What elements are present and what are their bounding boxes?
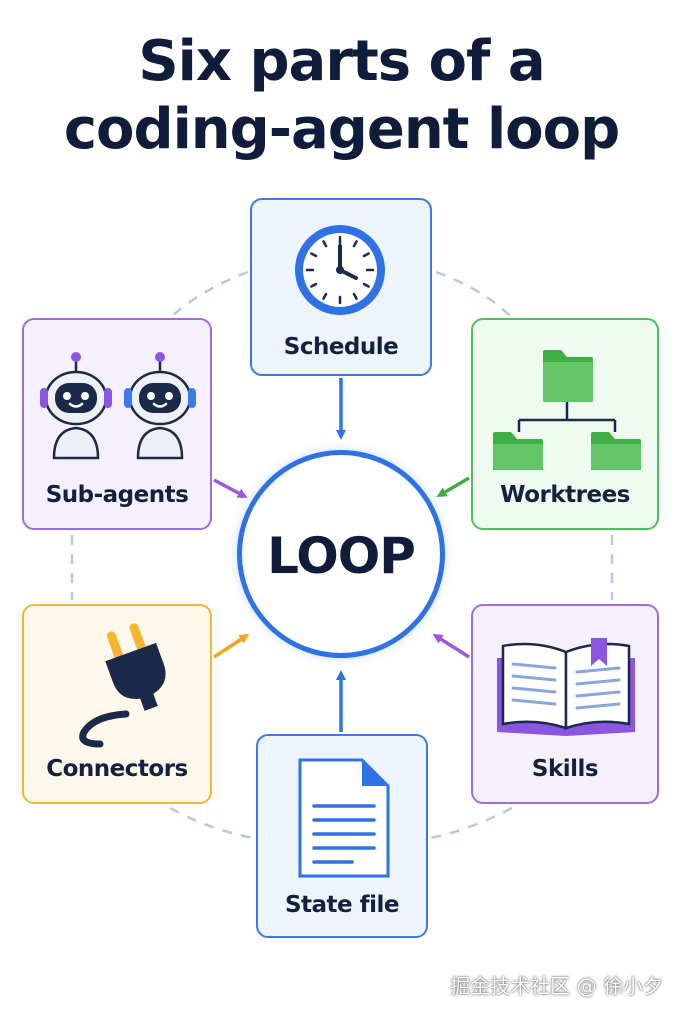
open-book-icon: [497, 638, 635, 736]
worktrees-label: Worktrees: [500, 482, 630, 508]
arrow-subagents: [213, 478, 248, 498]
statefile-label: State file: [284, 892, 400, 918]
subagents-label: Sub-agents: [45, 482, 189, 508]
arrow-worktrees: [436, 476, 470, 498]
connectors-card: Connectors: [22, 604, 212, 804]
skills-card: Skills: [471, 604, 659, 804]
arrow-skills: [432, 633, 470, 659]
schedule-label: Schedule: [283, 334, 399, 360]
document-icon: [298, 758, 390, 878]
title-line-1: Six parts of a: [138, 29, 545, 94]
loop-label: LOOP: [267, 527, 416, 585]
plug-icon: [79, 623, 166, 748]
loop-node: LOOP: [237, 450, 445, 658]
diagram-title: Six parts of a coding-agent loop: [0, 28, 683, 164]
worktrees-card: Worktrees: [471, 318, 659, 530]
folder-tree-icon: [493, 350, 641, 470]
dashed-ring: [70, 270, 614, 840]
watermark: 掘金技术社区 @ 徐小夕: [450, 974, 663, 998]
title-line-2: coding-agent loop: [63, 97, 620, 162]
subagents-card: Sub-agents: [22, 318, 212, 530]
statefile-card: State file: [256, 734, 428, 938]
robot-icon: [40, 352, 196, 460]
arrow-connectors: [213, 633, 250, 659]
schedule-card: Schedule: [250, 198, 432, 376]
skills-label: Skills: [531, 756, 599, 782]
connectors-label: Connectors: [46, 756, 188, 782]
clock-icon: [295, 225, 385, 315]
